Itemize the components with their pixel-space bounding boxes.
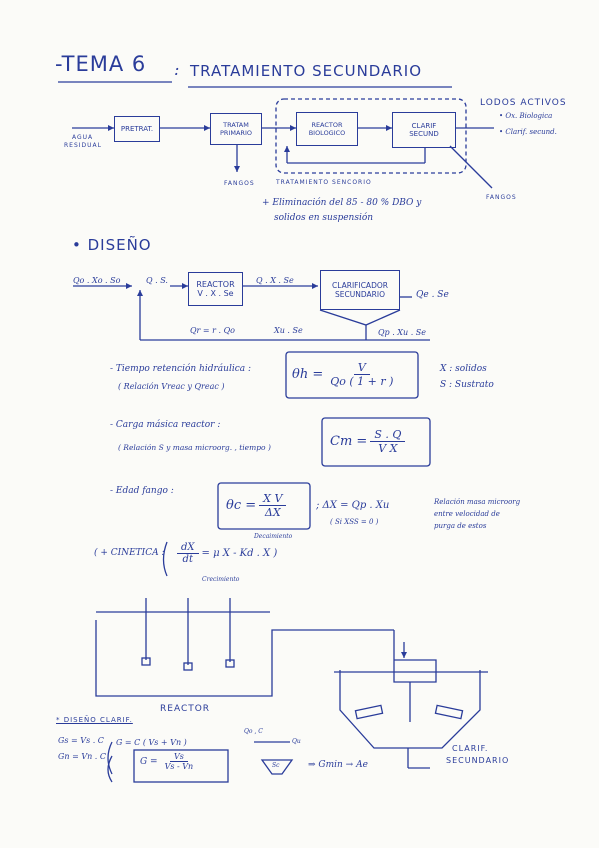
- clarif-secund-line2: SECUND: [409, 130, 439, 138]
- tiempo-num: V: [353, 361, 370, 375]
- edad-note-2: entre velocidad de: [434, 510, 500, 518]
- drawing-reactor-label: REACTOR: [160, 704, 211, 714]
- fangos-right-label: FANGOS: [486, 194, 517, 201]
- carga-lhs: Cm =: [330, 434, 368, 449]
- diseno-out-label: Qe . Se: [416, 290, 449, 300]
- clarif-secund-line1: CLARIF: [411, 122, 437, 130]
- clarif-qc: Qo , C: [244, 728, 263, 735]
- carga-sub: ( Relación S y masa microorg. , tiempo ): [118, 443, 271, 452]
- clarif-gn: Gn = Vn . C: [58, 752, 107, 761]
- tiempo-den: Qo ( 1 + r ): [330, 375, 394, 388]
- carga-den: V X: [378, 442, 398, 455]
- edad-lhs: θc =: [226, 498, 257, 513]
- tiempo-formula: θh = V Qo ( 1 + r ): [292, 361, 400, 388]
- legend-sustrato: S : Sustrato: [440, 380, 494, 390]
- diseno-mid-label: Q . X . Se: [256, 276, 294, 285]
- carga-num: S . Q: [370, 428, 406, 442]
- agua-label: AGUA: [72, 134, 94, 141]
- clarif-g2-num: Vs: [169, 752, 188, 762]
- tiempo-sub: ( Relación Vreac y Qreac ): [118, 382, 225, 391]
- edad-fraction: X V ΔX: [259, 492, 287, 519]
- edad-num: X V: [259, 492, 287, 506]
- clarif-gs: Gs = Vs . C: [58, 736, 104, 745]
- edad-cond: ( Si XSS = 0 ): [330, 518, 379, 526]
- note-line-1: + Eliminación del 85 - 80 % DBO y: [262, 198, 422, 208]
- edad-delta: ; ΔX = Qp . Xu: [316, 500, 390, 511]
- tema-label: -TEMA 6: [55, 52, 147, 76]
- clarif-g2: G = Vs Vs - Vn: [140, 752, 200, 771]
- clarif-design-title: * DISEÑO CLARIF.: [56, 716, 133, 724]
- cinetica-sub: Crecimiento: [202, 576, 240, 583]
- clarif-g2-fraction: Vs Vs - Vn: [161, 752, 198, 771]
- tiempo-lhs: θh =: [292, 367, 324, 382]
- clarif-g2-lhs: G =: [140, 756, 158, 767]
- diseno-title: • DISEÑO: [72, 236, 152, 254]
- reactor-biologico-line1: REACTOR: [311, 121, 343, 129]
- title-separator: :: [174, 60, 180, 79]
- legend-solidos: X : solidos: [440, 364, 487, 374]
- trat-secundario-label: TRATAMIENTO SENCORIO: [276, 179, 372, 186]
- pretrat-label: PRETRAT.: [120, 125, 154, 133]
- diseno-in-label: Qo . Xo . So: [73, 276, 121, 285]
- diseno-reactor-box: REACTOR V . X . Se: [188, 272, 243, 306]
- edad-note-1: Relación masa microorg: [434, 498, 521, 506]
- reactor-biologico-box: REACTOR BIOLOGICO: [296, 112, 358, 146]
- diseno-clarificador-line2: SECUNDARIO: [335, 290, 385, 299]
- cinetica-label: ( + CINETICA :: [94, 548, 165, 558]
- diseno-xu-label: Xu . Se: [274, 326, 303, 335]
- fangos-left-label: FANGOS: [224, 180, 255, 187]
- diseno-reactor-line1: REACTOR: [196, 280, 235, 289]
- edad-label: - Edad fango :: [110, 486, 174, 496]
- cinetica-rhs: = μ X - Kd . X ): [201, 548, 278, 559]
- edad-formula: θc = X V ΔX: [226, 492, 289, 519]
- lodos-title: LODOS ACTIVOS: [480, 98, 567, 108]
- diseno-recycle-label: Qr = r . Qo: [190, 326, 235, 335]
- drawing-clarif-line1: CLARIF.: [452, 744, 489, 753]
- edad-note-3: purga de estos: [434, 522, 487, 530]
- residual-label: RESIDUAL: [64, 142, 102, 149]
- drawing-clarif-line2: SECUNDARIO: [446, 756, 510, 765]
- cinetica-den: dt: [182, 554, 193, 565]
- clarif-sc: Sc: [272, 762, 280, 769]
- carga-fraction: S . Q V X: [370, 428, 406, 455]
- diseno-clarificador-box: CLARIFICADOR SECUNDARIO: [320, 270, 400, 310]
- lodos-item-1: • Ox. Biologica: [499, 112, 553, 120]
- diseno-qs-label: Q . S.: [146, 276, 168, 285]
- lodos-item-2: • Clarif. secund.: [499, 128, 557, 136]
- pretrat-box: PRETRAT.: [114, 116, 160, 142]
- carga-label: - Carga másica reactor :: [110, 420, 221, 430]
- carga-formula: Cm = S . Q V X: [330, 428, 408, 455]
- trat-primario-line1: TRATAM: [223, 121, 249, 129]
- diseno-reactor-line2: V . X . Se: [197, 289, 234, 298]
- cinetica-sup: Decaimiento: [254, 533, 293, 540]
- cinetica-fraction: dX dt: [177, 542, 199, 565]
- clarif-g1: G = C ( Vs + Vn ): [116, 738, 187, 747]
- clarif-result: ⇒ Gmin → Ae: [308, 760, 368, 770]
- trat-primario-box: TRATAM PRIMARIO: [210, 113, 262, 145]
- edad-den: ΔX: [264, 506, 281, 519]
- clarif-qu: Qu: [292, 738, 301, 745]
- note-line-2: solidos en suspensión: [274, 213, 374, 223]
- clarif-g2-den: Vs - Vn: [164, 762, 194, 771]
- diseno-clarificador-line1: CLARIFICADOR: [332, 281, 388, 290]
- clarif-secund-box: CLARIF SECUND: [392, 112, 456, 148]
- reactor-biologico-line2: BIOLOGICO: [308, 129, 346, 137]
- trat-primario-line2: PRIMARIO: [220, 129, 252, 137]
- tiempo-label: - Tiempo retención hidráulica :: [110, 364, 252, 374]
- tiempo-fraction: V Qo ( 1 + r ): [326, 361, 397, 388]
- cinetica-num: dX: [177, 542, 199, 554]
- page-title: TRATAMIENTO SECUNDARIO: [190, 62, 423, 80]
- diseno-purge-label: Qp . Xu . Se: [378, 328, 426, 337]
- cinetica-formula: dX dt = μ X - Kd . X ): [174, 542, 277, 565]
